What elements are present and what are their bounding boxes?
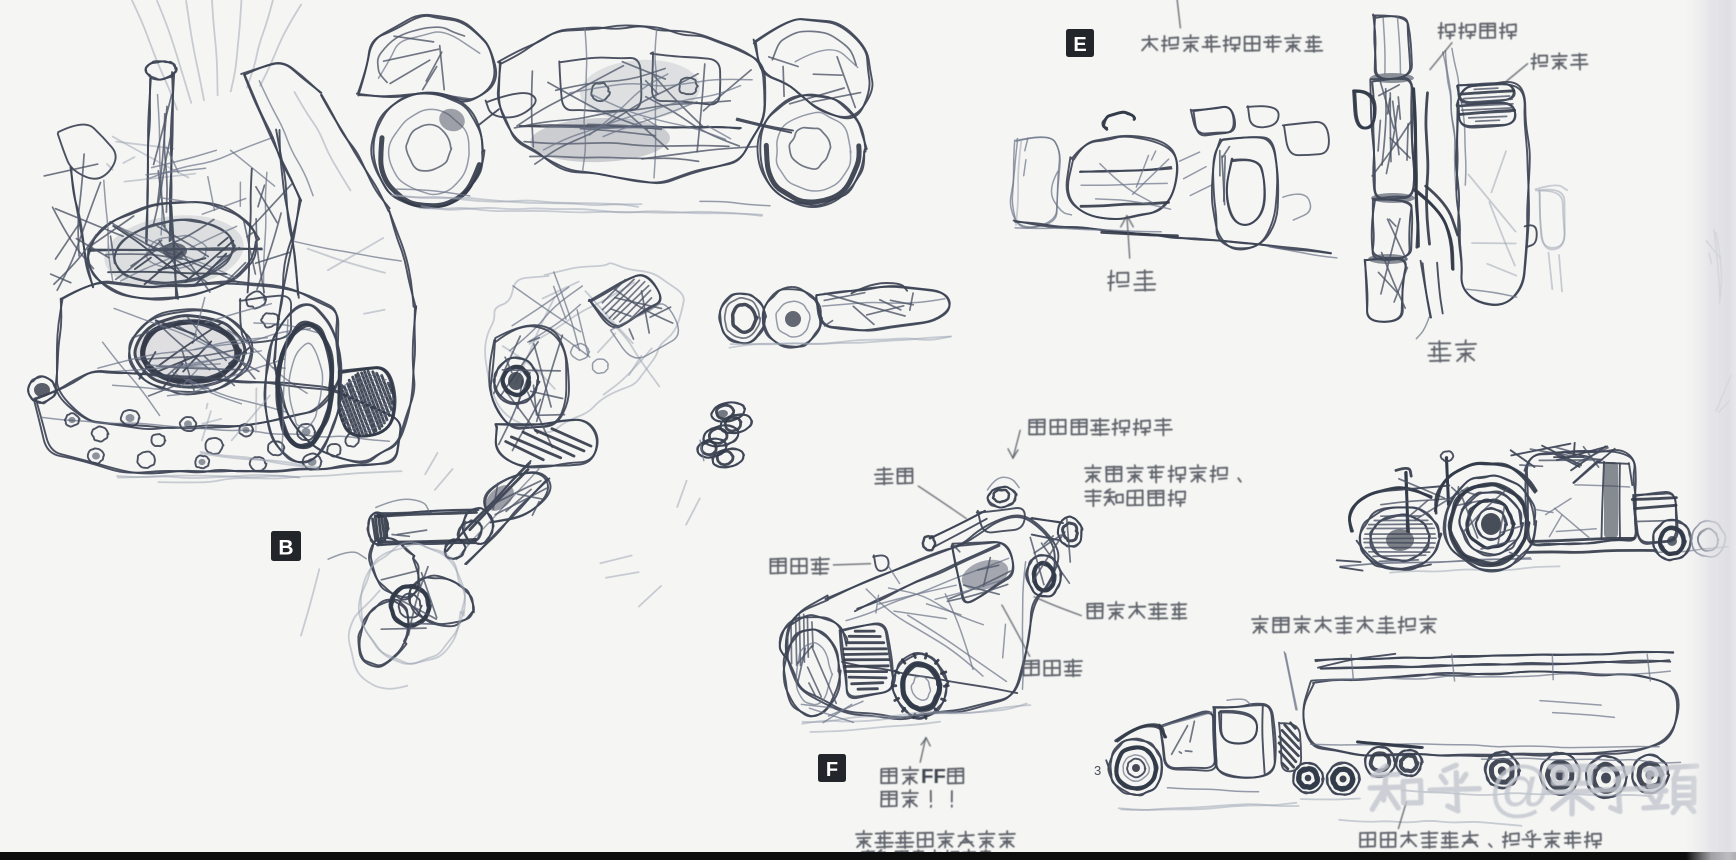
- svg-text:F: F: [921, 766, 933, 788]
- svg-text:F: F: [826, 759, 838, 781]
- svg-text:E: E: [1073, 34, 1086, 56]
- svg-text:F: F: [933, 766, 945, 788]
- svg-text:3: 3: [1094, 763, 1101, 778]
- svg-text:B: B: [278, 536, 293, 559]
- svg-text:@: @: [1488, 753, 1552, 823]
